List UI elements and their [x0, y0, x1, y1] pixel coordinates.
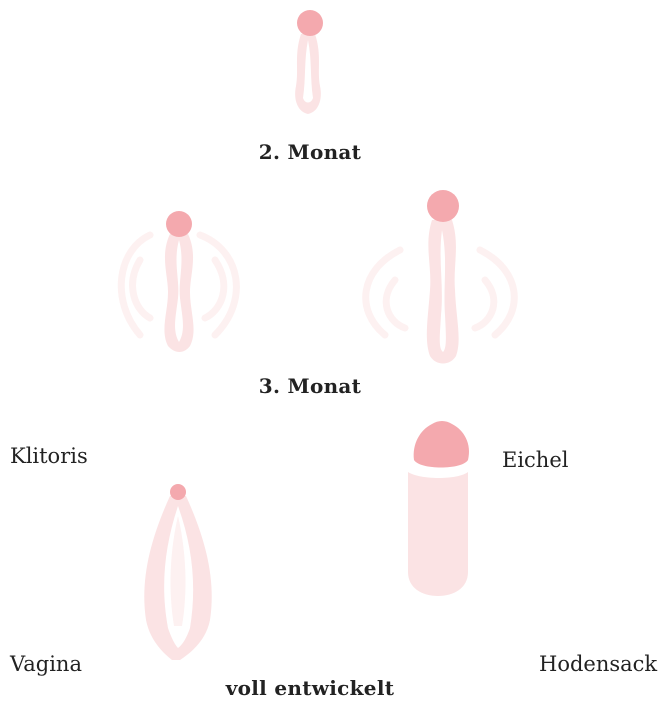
full-male-glans: [414, 421, 469, 468]
label-klitoris: Klitoris: [10, 444, 88, 468]
caption-month-3: 3. Monat: [235, 374, 385, 398]
full-male-figure: [408, 421, 469, 596]
full-female-figure: [144, 484, 211, 660]
caption-month-2: 2. Monat: [235, 140, 385, 164]
month3-male-figure: [366, 190, 515, 364]
month3-female-figure: [121, 211, 236, 352]
month2-figure: [295, 10, 323, 114]
full-female-clitoris: [170, 484, 186, 500]
label-eichel: Eichel: [502, 448, 568, 472]
caption-fully-developed: voll entwickelt: [200, 676, 420, 700]
label-vagina: Vagina: [10, 652, 82, 676]
month3-female-tip: [166, 211, 192, 237]
month3-male-tip: [427, 190, 459, 222]
month2-tip: [297, 10, 323, 36]
full-male-shaft: [408, 472, 468, 596]
label-hodensack: Hodensack: [539, 652, 657, 676]
